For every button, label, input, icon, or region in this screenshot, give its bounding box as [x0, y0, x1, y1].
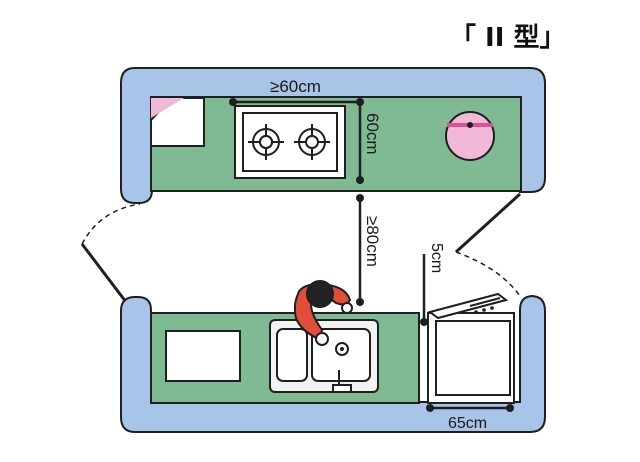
- gas-stove: [234, 105, 346, 179]
- dim-counter-depth: 60cm: [356, 102, 382, 184]
- burner-icon: [294, 124, 330, 160]
- sink: [269, 319, 379, 393]
- faucet-icon: [332, 370, 352, 393]
- dim-stove-width: ≥60cm: [229, 77, 364, 106]
- stove-width-label: ≥60cm: [270, 77, 321, 96]
- dishwasher: [427, 292, 515, 404]
- person-icon: [293, 280, 353, 346]
- top-wall: [120, 67, 546, 204]
- left-door: [80, 203, 141, 303]
- bottom-counter-group: [120, 280, 546, 433]
- gap-label: 5cm: [428, 243, 445, 273]
- counter-depth-label: 60cm: [363, 113, 382, 155]
- dim-dishwasher-width: 65cm: [426, 404, 514, 432]
- dishwasher-width-label: 65cm: [448, 415, 487, 432]
- right-door: [454, 192, 522, 297]
- aisle-width-label: ≥80cm: [363, 216, 382, 267]
- pot-icon: [445, 111, 495, 161]
- burner-icon: [248, 124, 284, 160]
- title: 「 II 型」: [450, 22, 565, 53]
- dishwasher-lid: [427, 292, 509, 320]
- cutting-board: [150, 97, 205, 147]
- cutting-board-bottom: [165, 330, 241, 382]
- dim-gap: 5cm: [420, 243, 445, 326]
- dim-aisle-width: ≥80cm: [356, 194, 382, 306]
- top-counter-group: [120, 67, 546, 204]
